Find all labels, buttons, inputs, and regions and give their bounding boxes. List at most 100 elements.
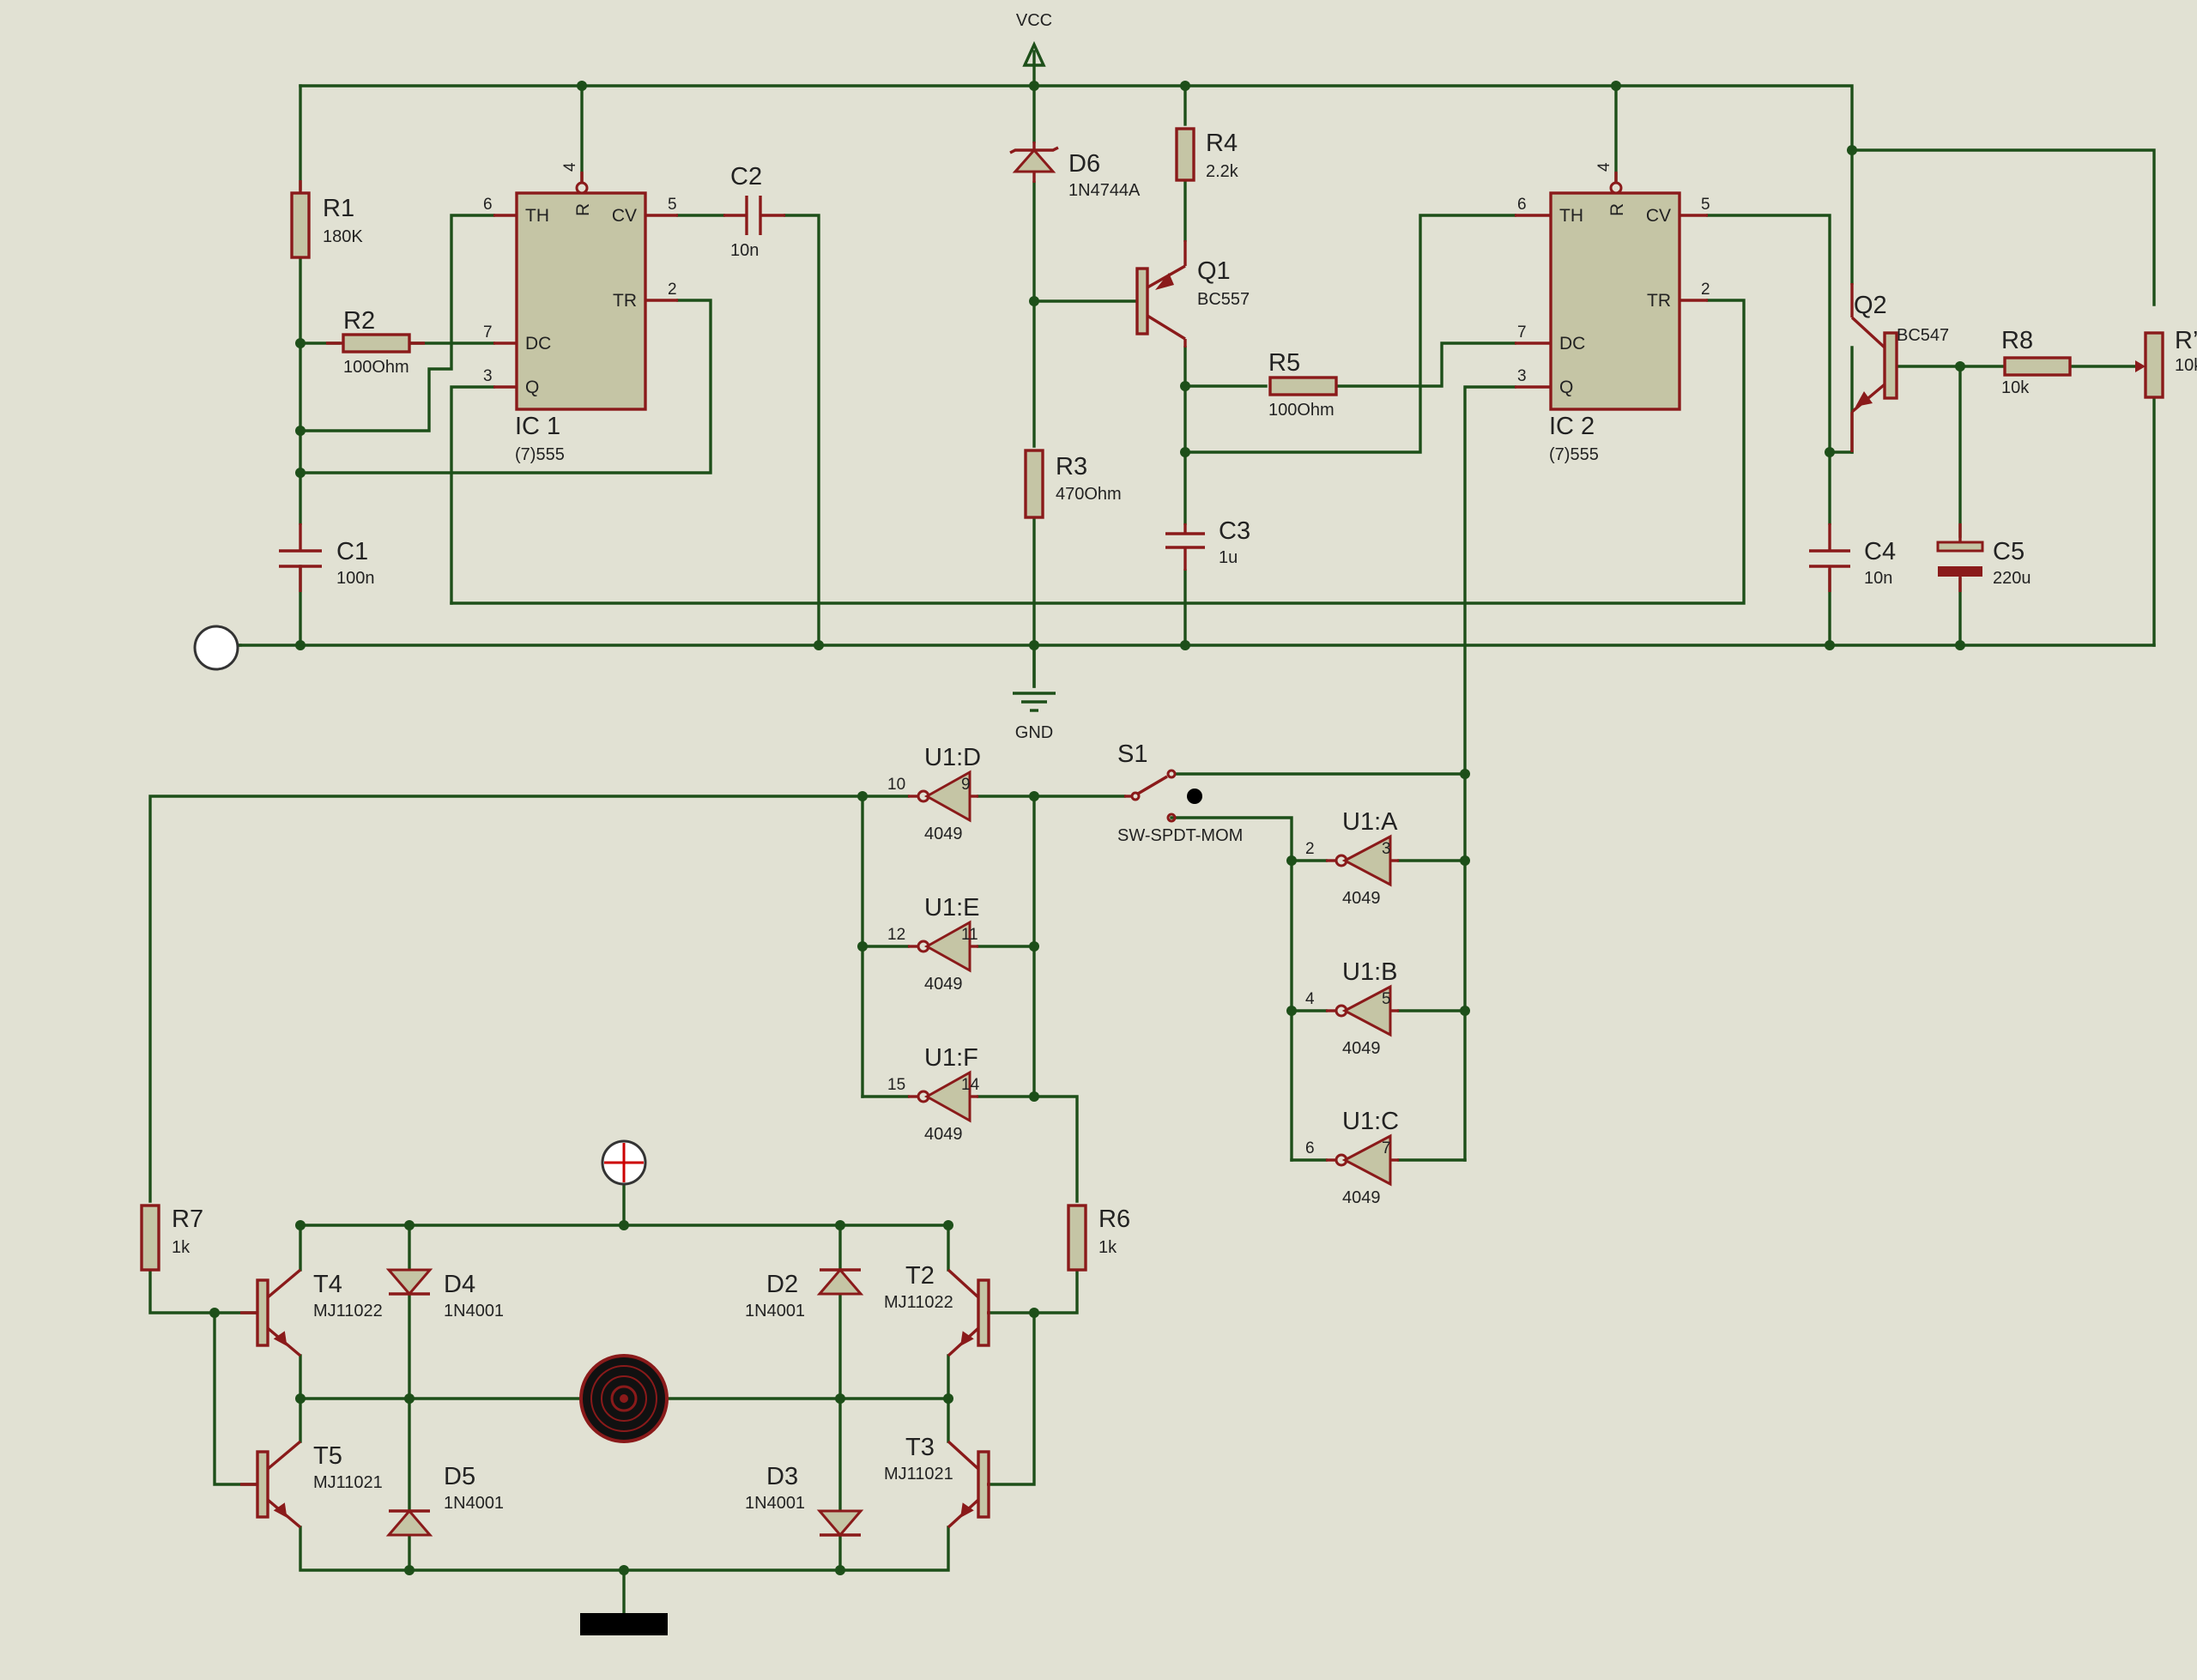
inverter-ua-ref: U1:A bbox=[1342, 808, 1398, 836]
t5-value: MJ11021 bbox=[313, 1473, 383, 1492]
resistor-r3[interactable]: R3 470Ohm bbox=[1024, 449, 1122, 519]
r3-ref: R3 bbox=[1056, 453, 1087, 480]
d4-value: 1N4001 bbox=[444, 1302, 504, 1320]
ic2-pin-num-4: 4 bbox=[1595, 162, 1613, 172]
ic1-pin-tr: TR bbox=[613, 291, 637, 311]
dc-motor[interactable] bbox=[579, 1354, 669, 1443]
ic1-pin-num-6: 6 bbox=[483, 196, 493, 214]
inverter-uf-part: 4049 bbox=[924, 1125, 963, 1144]
vcc-arrow-icon bbox=[1022, 40, 1046, 67]
resistor-icon bbox=[342, 333, 411, 354]
c1-ref: C1 bbox=[336, 538, 368, 565]
r2-ref: R2 bbox=[343, 307, 375, 335]
motor-positive-terminal[interactable] bbox=[601, 1139, 647, 1186]
c4-ref: C4 bbox=[1864, 538, 1896, 565]
zener-diode-d6[interactable]: D6 1N4744A bbox=[1009, 142, 1141, 200]
c3-ref: C3 bbox=[1219, 517, 1250, 545]
c5-ref: C5 bbox=[1993, 538, 2025, 565]
resistor-icon bbox=[1067, 1204, 1087, 1272]
diode-icon bbox=[385, 1508, 433, 1537]
ic1-555[interactable]: TH R CV TR DC Q 4 5 6 2 7 3 IC 1 (7)555 bbox=[483, 162, 678, 464]
diode-icon bbox=[385, 1268, 433, 1296]
capacitor-c2[interactable]: C2 10n bbox=[723, 163, 785, 260]
inverter-ub-pin-in: 4 bbox=[1305, 990, 1315, 1008]
gnd-label: GND bbox=[1015, 723, 1053, 742]
r4-ref: R4 bbox=[1206, 130, 1238, 157]
output-terminal[interactable] bbox=[193, 625, 242, 671]
power-transistor-icon bbox=[256, 1278, 269, 1347]
resistor-r7[interactable]: R7 1k bbox=[140, 1204, 203, 1272]
capacitor-c5-electrolytic[interactable]: C5 220u bbox=[1936, 523, 2031, 592]
ic2-555[interactable]: TH R CV TR DC Q 4 5 6 2 7 3 IC 2 (7)555 bbox=[1515, 162, 1710, 464]
c3-value: 1u bbox=[1219, 548, 1238, 567]
r6-value: 1k bbox=[1098, 1238, 1117, 1257]
momentary-dot-icon bbox=[1187, 789, 1202, 804]
motor-ground-bar[interactable] bbox=[580, 1613, 668, 1635]
ic2-pin-num-3: 3 bbox=[1517, 367, 1527, 385]
ic1-value: (7)555 bbox=[515, 445, 565, 464]
resistor-r2[interactable]: R2 100Ohm bbox=[326, 307, 425, 377]
ic2-value: (7)555 bbox=[1549, 445, 1599, 464]
resistor-r4[interactable]: R4 2.2k bbox=[1175, 127, 1239, 182]
transistor-q2[interactable]: Q2 BC547 bbox=[1850, 283, 1949, 452]
ic1-ref: IC 1 bbox=[515, 413, 560, 440]
resistor-r8[interactable]: R8 10k bbox=[2001, 327, 2072, 397]
capacitor-c3[interactable]: C3 1u bbox=[1165, 517, 1250, 571]
transistor-q1[interactable]: Q1 BC557 bbox=[1135, 240, 1250, 347]
inverter-ud-part: 4049 bbox=[924, 825, 963, 843]
s1-value: SW-SPDT-MOM bbox=[1117, 826, 1243, 845]
d6-value: 1N4744A bbox=[1068, 181, 1141, 200]
inverter-ud-ref: U1:D bbox=[924, 744, 981, 771]
diode-icon bbox=[816, 1509, 864, 1538]
ic1-pin-num-4: 4 bbox=[561, 162, 579, 172]
t4-value: MJ11022 bbox=[313, 1302, 383, 1320]
inverter-ue-part: 4049 bbox=[924, 975, 963, 994]
resistor-r6[interactable]: R6 1k bbox=[1067, 1204, 1130, 1272]
resistor-r1[interactable]: R1 180K bbox=[290, 180, 363, 259]
inverter-ua-pin-out: 3 bbox=[1382, 840, 1391, 858]
ic2-pin-r: R bbox=[1607, 203, 1627, 216]
potentiometer-rv[interactable]: R’ 10k bbox=[2135, 327, 2197, 399]
t3-value: MJ11021 bbox=[884, 1465, 953, 1484]
r8-ref: R8 bbox=[2001, 327, 2033, 354]
capacitor-c1[interactable]: C1 100n bbox=[279, 523, 375, 592]
vcc-terminal[interactable]: VCC bbox=[1016, 11, 1052, 67]
resistor-r5[interactable]: R5 100Ohm bbox=[1268, 349, 1338, 420]
r7-value: 1k bbox=[172, 1238, 191, 1257]
switch-lever-icon bbox=[1137, 775, 1168, 795]
zener-diode-icon bbox=[1012, 148, 1056, 173]
r7-ref: R7 bbox=[172, 1206, 203, 1233]
r8-value: 10k bbox=[2001, 378, 2030, 397]
d5-ref: D5 bbox=[444, 1463, 475, 1490]
inverter-uc-pin-out: 7 bbox=[1382, 1139, 1391, 1157]
ic2-pin-num-5: 5 bbox=[1701, 196, 1710, 214]
switch-s1[interactable]: S1 SW-SPDT-MOM bbox=[1117, 740, 1243, 845]
r4-value: 2.2k bbox=[1206, 162, 1239, 181]
t2-ref: T2 bbox=[905, 1262, 935, 1290]
gnd-terminal[interactable]: GND bbox=[1013, 692, 1056, 742]
potentiometer-icon bbox=[2144, 331, 2164, 399]
ic2-pin-dc: DC bbox=[1559, 334, 1585, 354]
ic1-body bbox=[515, 191, 647, 411]
t2-value: MJ11022 bbox=[884, 1293, 953, 1312]
capacitor-c4[interactable]: C4 10n bbox=[1809, 523, 1896, 592]
c1-value: 100n bbox=[336, 569, 375, 588]
inverter-ua-pin-in: 2 bbox=[1305, 840, 1315, 858]
